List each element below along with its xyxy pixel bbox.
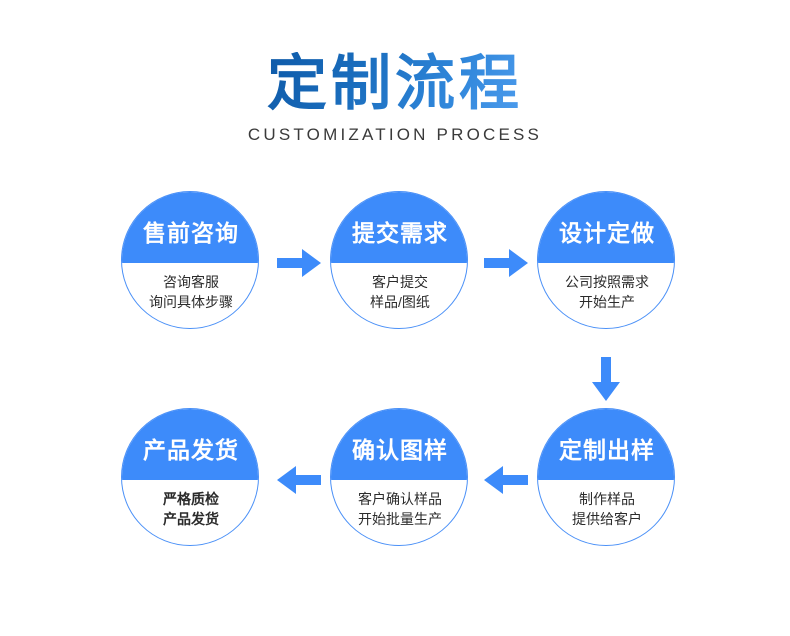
arrow-2-to-3-icon (484, 249, 528, 277)
flow-node-step-3-line-1: 公司按照需求 (565, 274, 649, 290)
flow-node-step-2-body: 客户提交 样品/图纸 (331, 265, 467, 328)
flow-node-step-1-title: 售前咨询 (143, 220, 239, 246)
flow-node-step-3-line-2: 开始生产 (579, 293, 635, 310)
flow-node-step-1-body: 咨询客服 询问具体步骤 (122, 265, 258, 328)
flow-node-step-4-title: 定制出样 (559, 437, 655, 463)
flow-node-step-5-cap: 确认图样 (331, 409, 467, 480)
arrow-4-to-5-icon (484, 466, 528, 494)
flow-node-step-5-body: 客户确认样品 开始批量生产 (331, 482, 467, 545)
flow-node-step-3-cap: 设计定做 (538, 192, 674, 263)
flow-node-step-6-title: 产品发货 (143, 437, 239, 463)
arrow-1-to-2-icon (277, 249, 321, 277)
arrow-5-to-6-icon (277, 466, 321, 494)
flow-node-step-1-line-1: 咨询客服 (163, 274, 219, 290)
flow-node-step-1-cap: 售前咨询 (122, 192, 258, 263)
flow-node-step-3[interactable]: 设计定做 公司按照需求 开始生产 (537, 191, 675, 329)
flow-node-step-6-cap: 产品发货 (122, 409, 258, 480)
page-subtitle: CUSTOMIZATION PROCESS (247, 125, 543, 144)
flow-node-step-4-line-2: 提供给客户 (572, 510, 642, 527)
page-title: 定制流程 (267, 50, 523, 117)
flow-node-step-6-body: 严格质检 产品发货 (122, 482, 258, 545)
flow-node-step-6[interactable]: 产品发货 严格质检 产品发货 (121, 408, 259, 546)
flow-node-step-2-title: 提交需求 (352, 220, 448, 246)
flow-node-step-4-line-1: 制作样品 (579, 491, 635, 507)
flow-node-step-5-title: 确认图样 (352, 437, 448, 463)
flow-node-step-4-body: 制作样品 提供给客户 (538, 482, 674, 545)
flow-node-step-6-line-2: 产品发货 (163, 510, 219, 527)
flow-node-step-2-cap: 提交需求 (331, 192, 467, 263)
diagram-header: 定制流程 CUSTOMIZATION PROCESS (0, 52, 790, 145)
flow-node-step-2-line-1: 客户提交 (372, 274, 428, 290)
flow-node-step-3-title: 设计定做 (559, 220, 655, 246)
arrow-3-to-4-icon (592, 357, 620, 401)
flow-node-step-5[interactable]: 确认图样 客户确认样品 开始批量生产 (330, 408, 468, 546)
flow-node-step-5-line-1: 客户确认样品 (358, 491, 442, 507)
flow-node-step-4[interactable]: 定制出样 制作样品 提供给客户 (537, 408, 675, 546)
flow-node-step-2-line-2: 样品/图纸 (370, 293, 430, 310)
flow-node-step-1-line-2: 询问具体步骤 (149, 293, 233, 310)
flow-node-step-4-cap: 定制出样 (538, 409, 674, 480)
flow-node-step-1[interactable]: 售前咨询 咨询客服 询问具体步骤 (121, 191, 259, 329)
flow-node-step-2[interactable]: 提交需求 客户提交 样品/图纸 (330, 191, 468, 329)
flow-node-step-6-line-1: 严格质检 (163, 491, 219, 507)
flow-node-step-3-body: 公司按照需求 开始生产 (538, 265, 674, 328)
flow-node-step-5-line-2: 开始批量生产 (358, 510, 442, 527)
